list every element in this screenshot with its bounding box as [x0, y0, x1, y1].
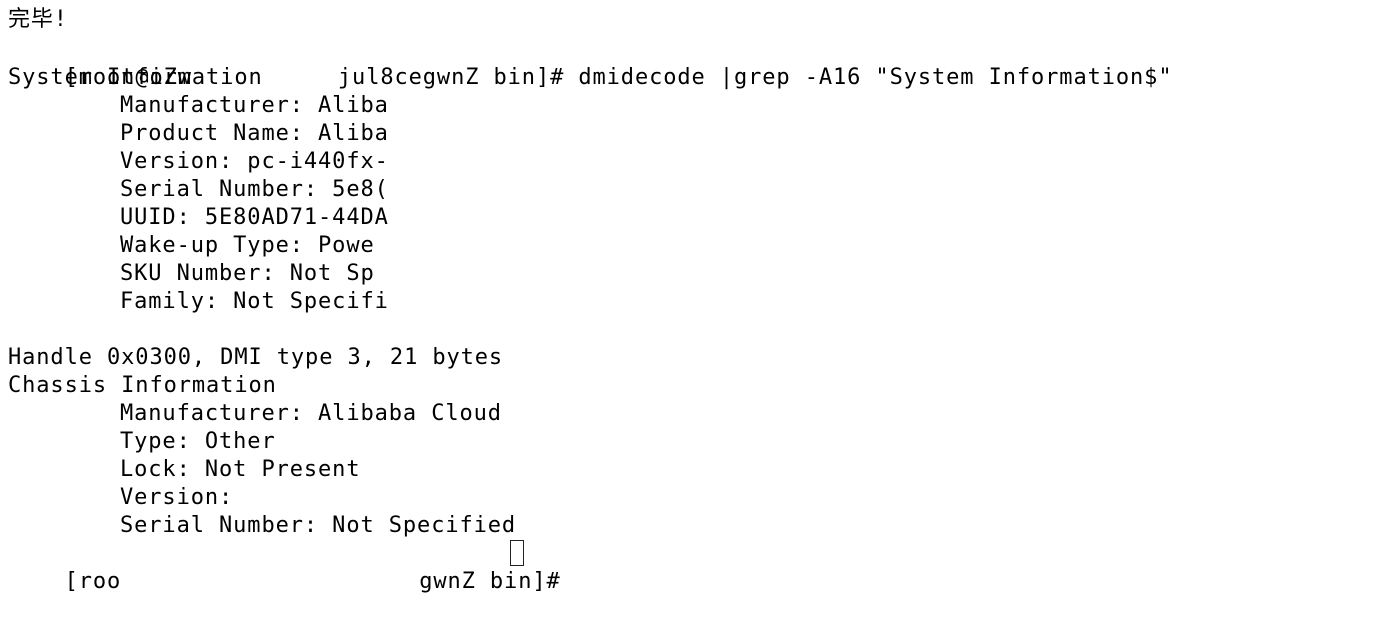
chassis-type: Type: Other	[120, 429, 276, 454]
chassis-lock: Lock: Not Present	[120, 457, 361, 482]
output-family: Family: Not Specifi	[120, 289, 389, 314]
completion-message: 完毕!	[8, 7, 68, 32]
output-uuid: UUID: 5E80AD71-44DA	[120, 205, 389, 230]
prompt-user-host: [root@iZw	[64, 65, 192, 90]
terminal-window[interactable]: 完毕! [root@iZw jul8cegwnZ bin]# dmidecode …	[8, 7, 1388, 594]
command-line: [root@iZw jul8cegwnZ bin]# dmidecode |gre…	[8, 36, 1172, 90]
output-product-name: Product Name: Aliba	[120, 121, 389, 146]
output-sku: SKU Number: Not Sp	[120, 261, 375, 286]
chassis-version: Version:	[120, 485, 234, 510]
section-heading-chassis: Chassis Information	[8, 373, 277, 398]
output-manufacturer: Manufacturer: Aliba	[120, 93, 389, 118]
section-heading-system: System Information	[8, 65, 263, 90]
output-serial: Serial Number: 5e8(	[120, 177, 389, 202]
text-cursor[interactable]	[510, 540, 524, 566]
output-version: Version: pc-i440fx-	[120, 149, 389, 174]
output-wakeup-type: Wake-up Type: Powe	[120, 233, 375, 258]
prompt-command: jul8cegwnZ bin]# dmidecode |grep -A16 "S…	[337, 65, 1173, 90]
chassis-serial: Serial Number: Not Specified	[120, 513, 517, 538]
chassis-manufacturer: Manufacturer: Alibaba Cloud	[120, 401, 502, 426]
output-handle: Handle 0x0300, DMI type 3, 21 bytes	[8, 345, 504, 370]
